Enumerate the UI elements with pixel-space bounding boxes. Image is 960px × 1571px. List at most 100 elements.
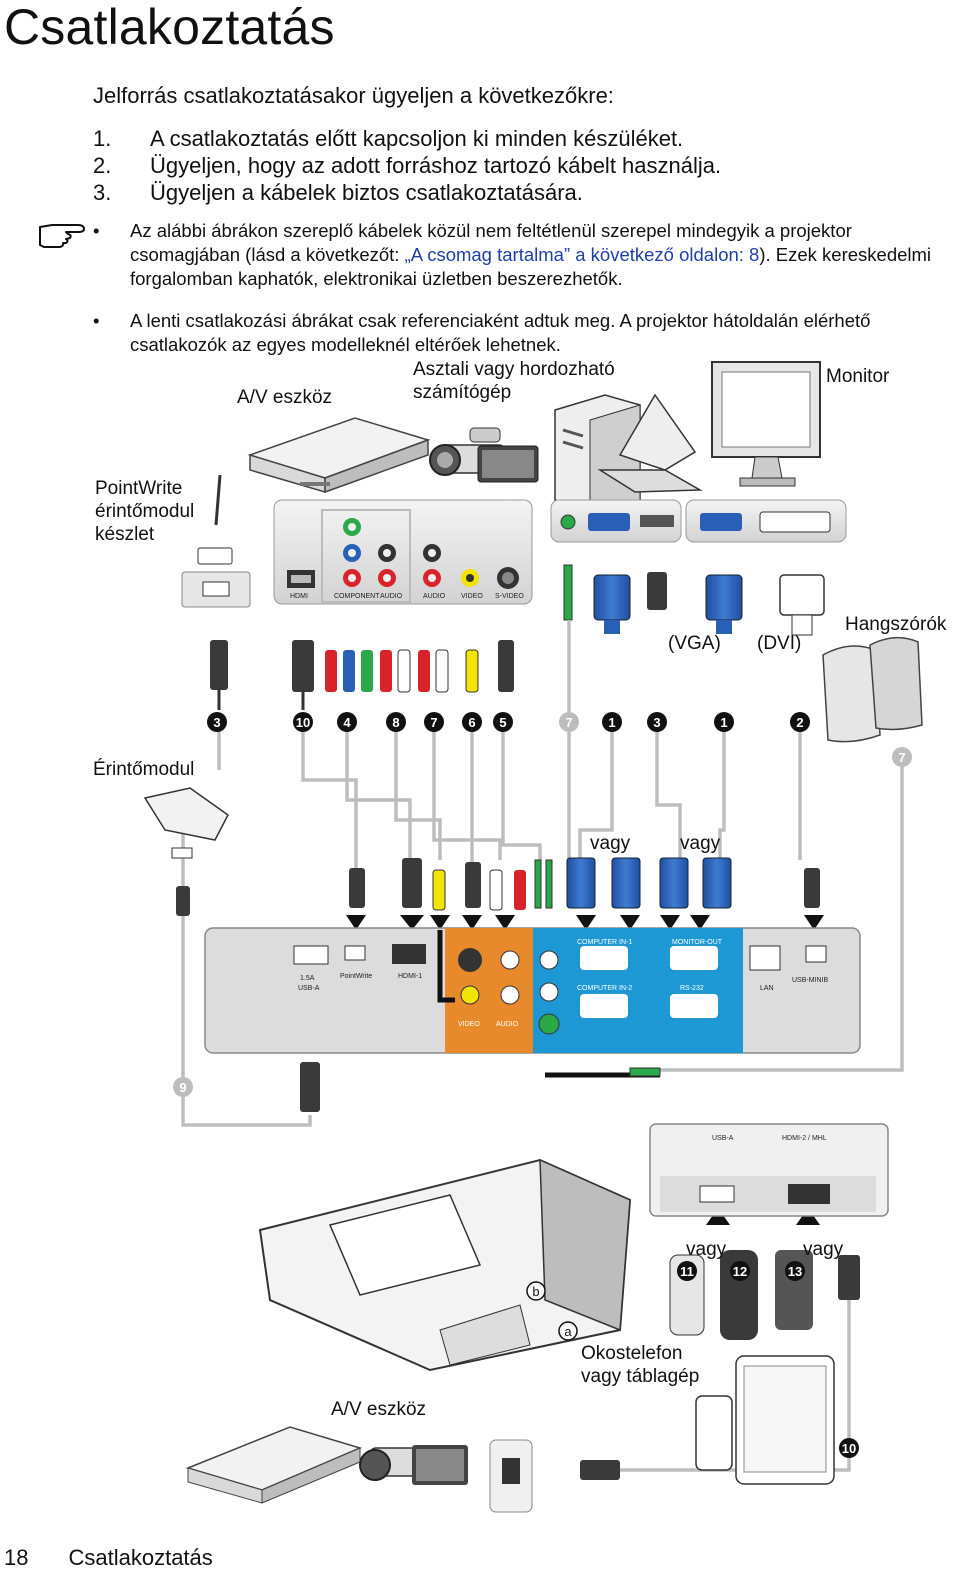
badge-label: 7 [565,715,572,730]
port-label-hdmi: HDMI [290,593,308,600]
badge-label: 12 [733,1264,747,1279]
badge-label: 10 [296,715,310,730]
camcorder-bottom-icon [359,1445,468,1485]
badge-label: 7 [430,715,437,730]
av-device-box-icon [247,417,431,494]
badge: 5 [493,712,513,732]
port-label-computer-in1: COMPUTER IN-1 [577,939,632,946]
projector-body-icon [258,1158,632,1372]
notes-list: Az alábbi ábrákon szereplő kábelek közül… [93,219,958,375]
speakers-icon [822,636,923,743]
port-label-audio1: AUDIO [380,593,403,600]
step-item: 2. Ügyeljen, hogy az adott forráshoz tart… [93,153,721,180]
port-label-monitor-out: MONITOR-OUT [672,939,723,946]
badge-label: 7 [898,750,905,765]
badge: 7 [892,747,912,767]
badge: 3 [207,712,227,732]
pc-port-panel [550,499,682,543]
step-number: 2. [93,153,112,178]
camcorder-icon [429,427,539,483]
note-text: A lenti csatlakozási ábrákat csak refere… [130,310,871,355]
audio-jack-icon [629,1067,661,1077]
badge-label: a [564,1324,572,1339]
badge: 10 [293,712,313,732]
port-label-video: VIDEO [461,593,483,600]
pointwrite-receiver-icon [181,474,251,608]
top-cables [210,564,825,710]
label-av-device-bottom: A/V eszköz [331,1399,427,1420]
footer-section: Csatlakoztatás [68,1545,213,1570]
port-label-usb-a-power: 1.5A [300,975,315,982]
port-label-usb-a: USB-A [298,985,320,992]
laptop-icon [597,393,703,493]
badge: 4 [337,712,357,732]
step-item: 3. Ügyeljen a kábelek biztos csatlakoztat… [93,180,721,207]
badge-label: 10 [842,1441,856,1456]
badge-label: 1 [720,715,727,730]
label-or-1: vagy [590,833,631,854]
projector-front-panel: USB-A HDMI-2 / MHL [649,1123,889,1217]
note-item: Az alábbi ábrákon szereplő kábelek közül… [93,219,958,291]
intro-text: Jelforrás csatlakoztatásakor ügyeljen a … [93,83,614,108]
package-contents-link[interactable]: „A csomag tartalma” a következő oldalon:… [404,244,760,265]
port-label-proj-audio: AUDIO [496,1021,519,1028]
step-text: Ügyeljen, hogy az adott forráshoz tartoz… [150,153,722,178]
touch-module-icon [143,787,229,916]
cable-number-badges: 3 10 4 8 7 6 5 7 1 3 1 2 7 9 11 12 13 10… [173,712,912,1458]
badge: 1 [602,712,622,732]
port-label-pointwrite: PointWrite [340,973,372,980]
badge: 7 [559,712,579,732]
badge: 6 [462,712,482,732]
label-computer: Asztali vagy hordozható számítógép [413,359,615,403]
port-label-usb-minib: USB-MINIB [792,977,829,984]
badge: 11 [677,1261,697,1281]
step-text: Ügyeljen a kábelek biztos csatlakoztatás… [150,180,583,205]
port-label-usb-a-panel: USB-A [712,1135,734,1142]
label-monitor: Monitor [826,366,890,387]
badge: 12 [730,1261,750,1281]
port-label-computer-in2: COMPUTER IN-2 [577,985,632,992]
badge-label: 9 [179,1080,186,1095]
hdmi-port-bottom-icon [489,1439,533,1513]
badge: a [558,1321,578,1341]
badge-label: 3 [653,715,660,730]
port-label-audio2: AUDIO [423,593,446,600]
smartphone-icon [695,1395,733,1471]
monitor-icon [711,361,821,487]
projector-cable-connectors [349,857,820,911]
badge-label: 11 [680,1264,694,1279]
tablet-icon [735,1355,835,1485]
page-title: Csatlakoztatás [4,0,335,55]
av-device-box-bottom-icon [185,1426,363,1504]
monitor-port-panel [685,499,847,543]
port-label-component: COMPONENT [334,593,380,600]
badge: 8 [386,712,406,732]
badge-label: 3 [213,715,220,730]
port-label-svideo: S-VIDEO [495,593,524,600]
badge-label: 13 [788,1264,802,1279]
port-label-lan: LAN [760,985,774,992]
projector-rear-panel: USB-A 1.5A PointWrite HDMI-1 COMPUTER IN… [204,927,861,1054]
label-av-device-top: A/V eszköz [237,387,333,408]
badge-label: 2 [796,715,803,730]
label-speakers: Hangszórók [845,614,947,635]
label-vga: (VGA) [668,633,721,654]
badge-label: 5 [499,715,506,730]
badge-label: 4 [343,715,351,730]
badge-label: 1 [608,715,615,730]
badge: 2 [790,712,810,732]
badge-label: 6 [468,715,475,730]
step-text: A csatlakoztatás előtt kapcsoljon ki min… [150,126,684,151]
badge: 10 [839,1438,859,1458]
port-label-rs232: RS-232 [680,985,704,992]
usb-connector-icon [300,1062,320,1112]
step-number: 1. [93,126,112,151]
step-number: 3. [93,180,112,205]
badge: 3 [647,712,667,732]
label-or-2: vagy [680,833,721,854]
port-label-hdmi2-mhl: HDMI-2 / MHL [782,1135,827,1142]
port-label-proj-video: VIDEO [458,1021,480,1028]
steps-list: 1. A csatlakoztatás előtt kapcsoljon ki m… [93,126,721,207]
label-dvi: (DVI) [757,633,802,654]
page-number: 18 [4,1545,29,1570]
